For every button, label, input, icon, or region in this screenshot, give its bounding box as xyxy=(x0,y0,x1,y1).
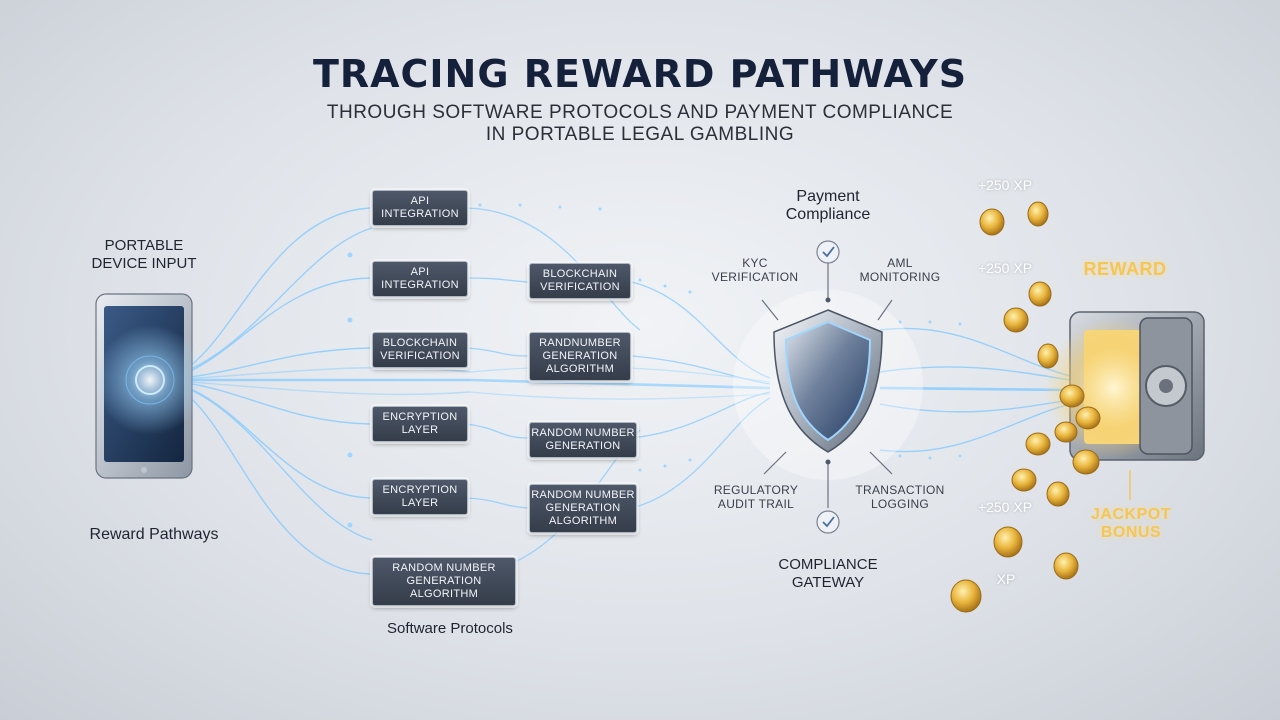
kyc-line-2: VERIFICATION xyxy=(711,270,799,284)
xp-badge-1: +250 XP xyxy=(977,177,1033,193)
software-protocols-caption: Software Protocols xyxy=(387,620,513,637)
protocol-line-2: GENERATION xyxy=(542,350,618,362)
protocol-line-1: ENCRYPTION xyxy=(382,484,458,496)
xp-badge-4: XP xyxy=(996,571,1016,587)
data-particles xyxy=(347,203,962,528)
protocol-line-1: API xyxy=(410,195,430,207)
device-input-label: PORTABLE DEVICE INPUT xyxy=(74,237,214,273)
protocol-line-2: VERIFICATION xyxy=(380,350,460,362)
protocol-line-1: RANDOM NUMBER xyxy=(531,489,635,501)
reward-label: REWARD xyxy=(1083,259,1167,279)
aml-line-2: MONITORING xyxy=(859,270,941,284)
gold-coins xyxy=(950,201,1101,613)
protocol-line-3: ALGORITHM xyxy=(548,515,618,527)
protocol-box-blockchain-verification: BLOCKCHAIN VERIFICATION xyxy=(372,332,468,368)
txn-line-2: LOGGING xyxy=(870,497,930,511)
payment-compliance-label: Payment Compliance xyxy=(758,188,898,224)
gateway-line-2: GATEWAY xyxy=(791,574,865,591)
protocol-line-2: GENERATION ALGORITHM xyxy=(406,575,482,600)
txn-line-1: TRANSACTION xyxy=(855,483,945,497)
protocol-line-2: LAYER xyxy=(401,424,439,436)
kyc-verification-label: KYC VERIFICATION xyxy=(700,256,810,284)
protocol-line-2: GENERATION xyxy=(545,440,621,452)
protocol-box-rng-generation: RANDOM NUMBER GENERATION xyxy=(529,422,637,458)
protocol-box-blockchain-verification-2: BLOCKCHAIN VERIFICATION xyxy=(529,263,631,299)
protocol-line-1: RANDOM NUMBER xyxy=(531,427,635,439)
payment-compliance-line-2: Compliance xyxy=(785,206,871,223)
aml-monitoring-label: AML MONITORING xyxy=(848,256,952,284)
audit-line-1: REGULATORY xyxy=(713,483,799,497)
xp-badge-3: +250 XP xyxy=(977,499,1033,515)
protocol-line-2: GENERATION xyxy=(545,502,621,514)
protocol-line-1: ENCRYPTION xyxy=(382,411,458,423)
jackpot-line-2: BONUS xyxy=(1100,524,1162,541)
compliance-shield-illustration xyxy=(733,240,923,534)
protocol-box-rng-generation-algorithm: RANDOM NUMBER GENERATION ALGORITHM xyxy=(529,484,637,533)
protocol-line-2: LAYER xyxy=(401,497,439,509)
protocol-line-2: INTEGRATION xyxy=(381,279,459,291)
protocol-line-2: INTEGRATION xyxy=(381,208,459,220)
jackpot-line-1: JACKPOT xyxy=(1091,506,1171,523)
reward-pathways-caption: Reward Pathways xyxy=(89,526,219,543)
audit-line-2: AUDIT TRAIL xyxy=(717,497,795,511)
gateway-line-1: COMPLIANCE xyxy=(778,556,878,573)
xp-badge-2: +250 XP xyxy=(977,260,1033,276)
subtitle-line-2: IN PORTABLE LEGAL GAMBLING xyxy=(485,124,795,145)
device-label-line-2: DEVICE INPUT xyxy=(91,255,197,272)
protocol-line-1: BLOCKCHAIN xyxy=(382,337,458,349)
jackpot-bonus-label: JACKPOT BONUS xyxy=(1076,506,1186,542)
transaction-logging-label: TRANSACTION LOGGING xyxy=(842,483,958,511)
device-label-line-1: PORTABLE xyxy=(104,237,184,254)
protocol-line-1: RANDOM NUMBER xyxy=(392,562,496,574)
payment-compliance-line-1: Payment xyxy=(796,188,860,205)
protocol-line-1: RANDNUMBER xyxy=(539,337,621,349)
protocol-line-2: VERIFICATION xyxy=(540,281,620,293)
protocol-box-encryption-layer-2: ENCRYPTION LAYER xyxy=(372,479,468,515)
protocol-box-rng-algorithm-2: RANDNUMBER GENERATION ALGORITHM xyxy=(529,332,631,381)
protocol-box-api-integration-2: API INTEGRATION xyxy=(372,261,468,297)
protocol-line-1: BLOCKCHAIN xyxy=(542,268,618,280)
compliance-gateway-label: COMPLIANCE GATEWAY xyxy=(758,556,898,592)
subtitle-line-1: THROUGH SOFTWARE PROTOCOLS AND PAYMENT C… xyxy=(326,102,954,123)
protocol-box-rng-algorithm: RANDOM NUMBER GENERATION ALGORITHM xyxy=(372,557,516,606)
protocol-box-api-integration-1: API INTEGRATION xyxy=(372,190,468,226)
regulatory-audit-trail-label: REGULATORY AUDIT TRAIL xyxy=(698,483,814,511)
page-title: TRACING REWARD PATHWAYS xyxy=(312,52,968,96)
kyc-line-1: KYC xyxy=(742,256,768,270)
protocol-line-1: API xyxy=(410,266,430,278)
aml-line-1: AML xyxy=(887,256,913,270)
tablet-device-illustration xyxy=(95,293,205,479)
protocol-line-3: ALGORITHM xyxy=(545,363,615,375)
protocol-box-encryption-layer-1: ENCRYPTION LAYER xyxy=(372,406,468,442)
